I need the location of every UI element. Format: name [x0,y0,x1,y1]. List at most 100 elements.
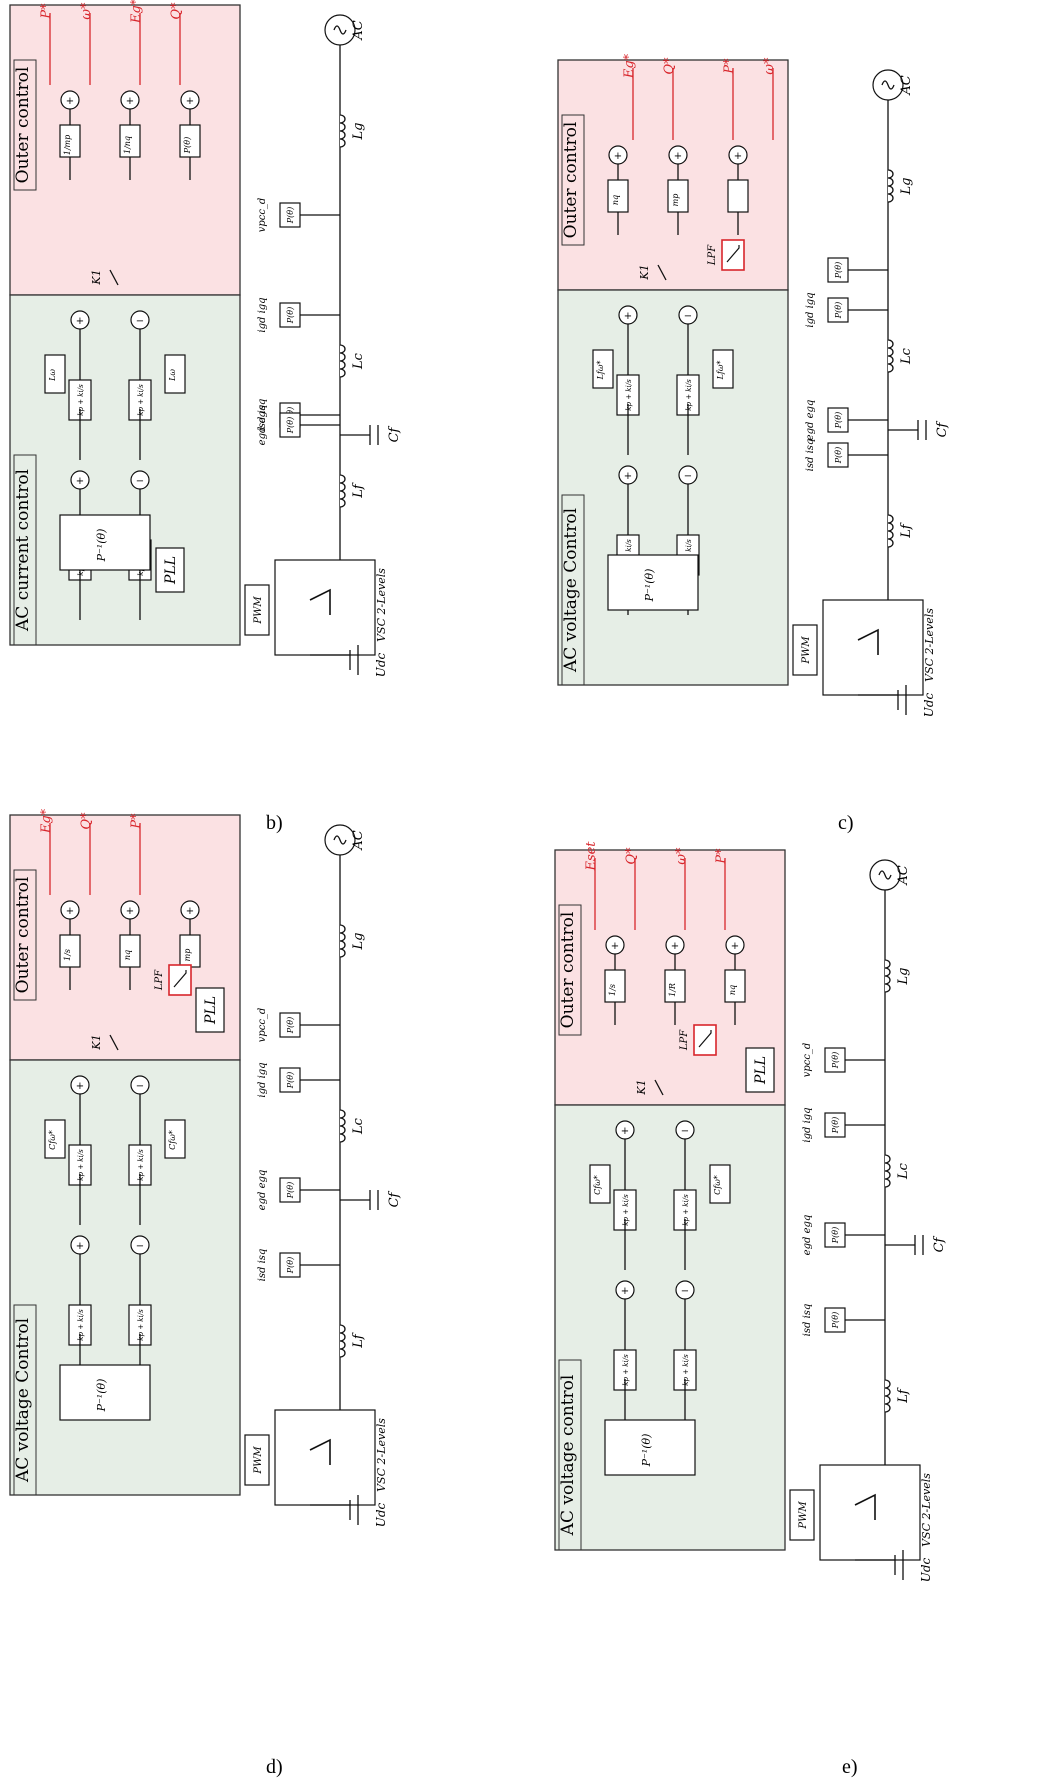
decoupling-label: Cfω* [168,1130,177,1150]
outer-gain-label: 1/nq [123,136,132,154]
sum-sign: + [731,941,739,952]
pi-label: kp + ki/s [137,384,145,416]
inductor-label-Lg: Lg [351,123,366,141]
inductor-label-Lf: Lf [351,1332,366,1349]
inductor-coil [339,1340,346,1350]
inductor-coil [339,352,346,362]
capacitor-label: Cf [387,1190,402,1207]
decoupling-label: Lfω* [716,361,725,381]
pll-label: PLL [203,996,219,1025]
inductor-coil [339,482,346,492]
inverse-park-block [59,514,151,571]
ac-source-label: AC [899,75,914,95]
inductor-coil [884,1170,891,1180]
pwm-block [789,1489,815,1541]
pwm-label: PWM [253,1446,264,1475]
vsc-converter-block [274,1409,376,1506]
capacitor-label: Cf [932,1235,947,1252]
pwm-block [244,1434,270,1486]
inner-title-box [13,454,37,646]
inductor-coil [339,344,346,354]
inductor-coil [887,347,894,357]
inductor-coil [339,948,346,958]
caption-b: b) [266,812,283,834]
outer-gain-label: nq [728,985,737,995]
caption-d: d) [266,1756,283,1778]
switch-label: K1 [635,1079,648,1095]
decoupling-label: Lω [168,369,177,382]
sum-sign: + [186,96,194,107]
park-transform-label: P(θ) [286,307,295,324]
vsc-label: VSC 2-Levels [375,568,388,642]
inductor-coil [884,967,891,977]
pll-block [155,547,185,593]
measurement-label-3: vpcc_d [802,1043,813,1078]
pwm-block [244,584,270,636]
inductor-coil [887,355,894,365]
pwm-label: PWM [801,636,812,665]
park-transform-label: P(θ) [286,1182,295,1199]
inductor-label-Lf: Lf [899,522,914,539]
inductor-coil [884,1178,891,1188]
inductor-label-Lc: Lc [351,1117,366,1135]
inner-control-title: AC current control [13,469,33,632]
inductor-label-Lc: Lc [896,1162,911,1180]
inductor-coil [887,177,894,187]
sum-sign: + [126,96,134,107]
vsc-converter-block [819,1464,921,1561]
inductor-label-Lg: Lg [351,933,366,951]
reference-label-2: Eg* [129,0,144,24]
outer-gain-label: 1/R [668,983,677,997]
park-transform-label: P(θ) [834,447,843,464]
park-transform-label: P(θ) [831,1117,840,1134]
inductor-coil [339,940,346,950]
inductor-coil [339,1348,346,1358]
decoupling-block [44,1119,66,1159]
ac-source-wave [333,835,347,845]
inductor-coil [887,522,894,532]
transistor-symbol [309,1438,331,1465]
switch-label: K1 [90,269,103,285]
inductor-coil [339,1109,346,1119]
measurement-label-3: vpcc_d [257,1008,268,1043]
vsc-converter-block [274,559,376,656]
decoupling-block [44,354,66,394]
measurement-label-0: isd isq [257,1249,268,1282]
inverse-park-block [607,554,699,611]
inductor-label-Lg: Lg [899,178,914,196]
decoupling-block [164,354,186,394]
measurement-label-0: isd isq [802,1304,813,1337]
pwm-label: PWM [253,596,264,625]
park-transform-label: P(θ) [834,302,843,319]
inductor-coil [887,185,894,195]
ac-source-wave [878,870,892,880]
measurement-label-3: vpcc_d [257,198,268,233]
outer-control-title: Outer control [561,122,581,239]
reference-label-0: Eset [584,841,599,872]
outer-gain-label: mp [183,949,192,962]
reference-label-3: Q* [169,2,184,20]
sum-sign: + [76,316,84,327]
ac-source-label: AC [351,830,366,850]
decoupling-label: Cfω* [593,1175,602,1195]
sum-sign: − [681,1126,689,1137]
sum-sign: − [684,311,692,322]
park-transform-label: P(θ) [286,1072,295,1089]
lpf-curve [698,1030,712,1048]
udc-label: Udc [374,652,388,677]
pi-label: kp + ki/s [682,1194,690,1226]
inductor-coil [884,959,891,969]
sum-sign: + [76,476,84,487]
sum-sign: − [136,476,144,487]
vsc-label: VSC 2-Levels [920,1473,933,1547]
sum-sign: + [624,471,632,482]
inductor-coil [339,490,346,500]
inner-title-box [13,1304,37,1496]
lpf-label: LPF [707,244,718,266]
inverse-park-label: P⁻¹(θ) [640,1434,653,1468]
lpf-label: LPF [154,969,165,991]
